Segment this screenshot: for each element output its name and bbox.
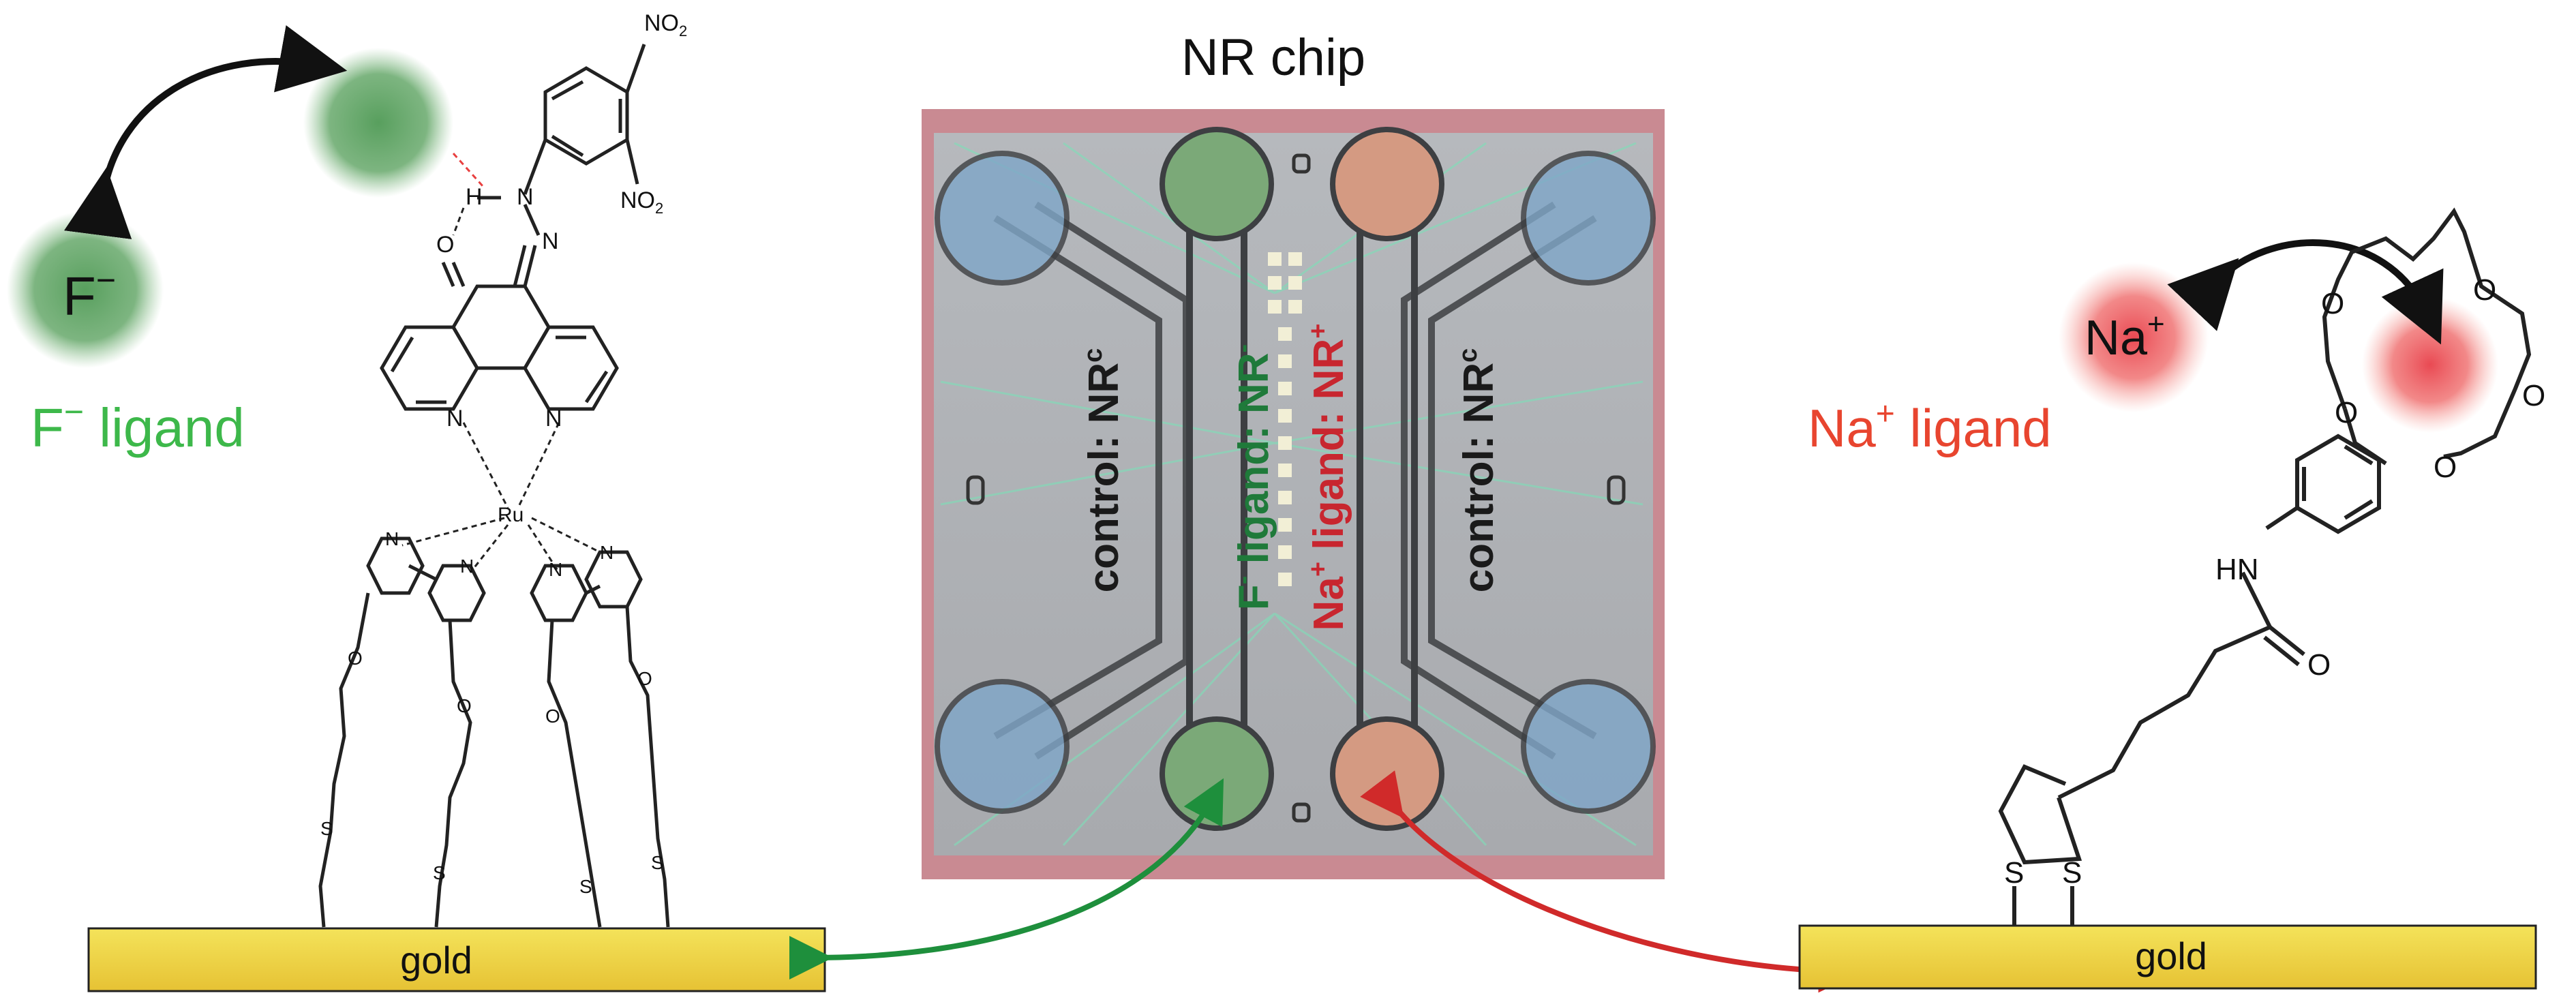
atom-crown-o-5: O <box>2434 451 2457 484</box>
fluoride-ion-blob <box>7 211 164 368</box>
atom-ether-o-1: O <box>348 648 363 669</box>
reservoir-left-top <box>935 151 1070 286</box>
gold-label-right: gold <box>2135 935 2207 977</box>
atom-thio-s-4: S <box>651 852 664 873</box>
fluoride-ligand-structure <box>318 44 670 928</box>
sodium-ligand-panel: Na+ Na+ ligand O O O O O HN <box>1798 207 2545 990</box>
atom-o: O <box>436 232 454 258</box>
gold-label-left: gold <box>400 939 472 982</box>
reservoir-right-top <box>1521 151 1656 286</box>
label-left-control: control: NRc <box>1079 348 1127 593</box>
atom-bpy-n-4: N <box>600 542 613 563</box>
atom-crown-o-4: O <box>2335 396 2358 429</box>
atom-thio-s-1: S <box>320 818 333 839</box>
atom-s-left: S <box>2004 856 2024 890</box>
atom-n1: N <box>517 184 534 210</box>
crown-binding-blob <box>2362 297 2498 433</box>
chip-marks <box>966 153 1626 823</box>
nr-chip-panel: NR chip <box>922 29 1665 879</box>
atom-thio-s-3: S <box>579 876 592 897</box>
atom-bpy-n-3: N <box>549 559 562 580</box>
chip-channels <box>993 184 1597 763</box>
fluoride-ligand-atoms: NO2 NO2 H N N O N N Ru N N N N O O O O S… <box>320 10 687 897</box>
sodium-connect-arrow <box>1360 770 1862 993</box>
atom-ether-o-4: O <box>637 668 652 689</box>
label-right-control: control: NRc <box>1454 348 1502 593</box>
reservoir-fluoride-top <box>1160 127 1274 241</box>
exchange-arrow-right <box>2167 239 2444 345</box>
atom-no2-side: NO2 <box>620 187 663 217</box>
atom-n-right: N <box>545 406 562 431</box>
reservoir-sodium-top <box>1330 127 1444 241</box>
sodium-ligand-structure <box>1998 207 2532 928</box>
fluoride-ligand-panel: F− F− ligand <box>7 10 826 992</box>
reservoir-right-bottom <box>1521 679 1656 814</box>
atom-hn: HN <box>2215 553 2259 586</box>
atom-ether-o-3: O <box>545 705 560 727</box>
sodium-ion-label: Na+ <box>2085 307 2165 365</box>
gold-substrate-right <box>1798 924 2537 990</box>
label-fluoride-channel: F- ligand: NR- <box>1229 344 1277 610</box>
chip-title: NR chip <box>1181 29 1365 87</box>
reservoir-fluoride-bottom <box>1160 716 1274 831</box>
atom-crown-o-1: O <box>2321 287 2344 320</box>
sensor-array <box>1268 252 1302 586</box>
atom-ru: Ru <box>498 504 524 526</box>
atom-crown-o-2: O <box>2473 273 2496 307</box>
fluoride-ligand-label: F− ligand <box>31 393 245 458</box>
sodium-ligand-label: Na+ ligand <box>1808 396 2052 458</box>
atom-carbonyl-o: O <box>2307 648 2331 682</box>
gold-substrate-left <box>87 927 826 992</box>
reservoir-sodium-bottom <box>1330 716 1444 831</box>
exchange-arrow-left <box>63 25 348 240</box>
atom-thio-s-2: S <box>433 862 446 883</box>
atom-crown-o-3: O <box>2522 379 2545 412</box>
atom-no2-top: NO2 <box>644 10 687 40</box>
atom-n-left: N <box>446 406 464 431</box>
reservoir-left-bottom <box>935 679 1070 814</box>
atom-bpy-n-2: N <box>460 556 474 577</box>
atom-h: H <box>466 184 483 210</box>
atom-bpy-n-1: N <box>385 528 399 549</box>
atom-s-right: S <box>2062 856 2082 890</box>
fluoride-ion-label: F− <box>63 261 116 327</box>
binding-site-blob <box>303 48 453 198</box>
atom-n2: N <box>542 228 559 254</box>
label-sodium-channel: Na+ ligand: NR+ <box>1304 324 1352 631</box>
sodium-ligand-atoms: O O O O O HN O S S <box>2004 273 2545 890</box>
fluoride-connect-arrow <box>789 778 1224 980</box>
atom-ether-o-2: O <box>457 695 472 716</box>
